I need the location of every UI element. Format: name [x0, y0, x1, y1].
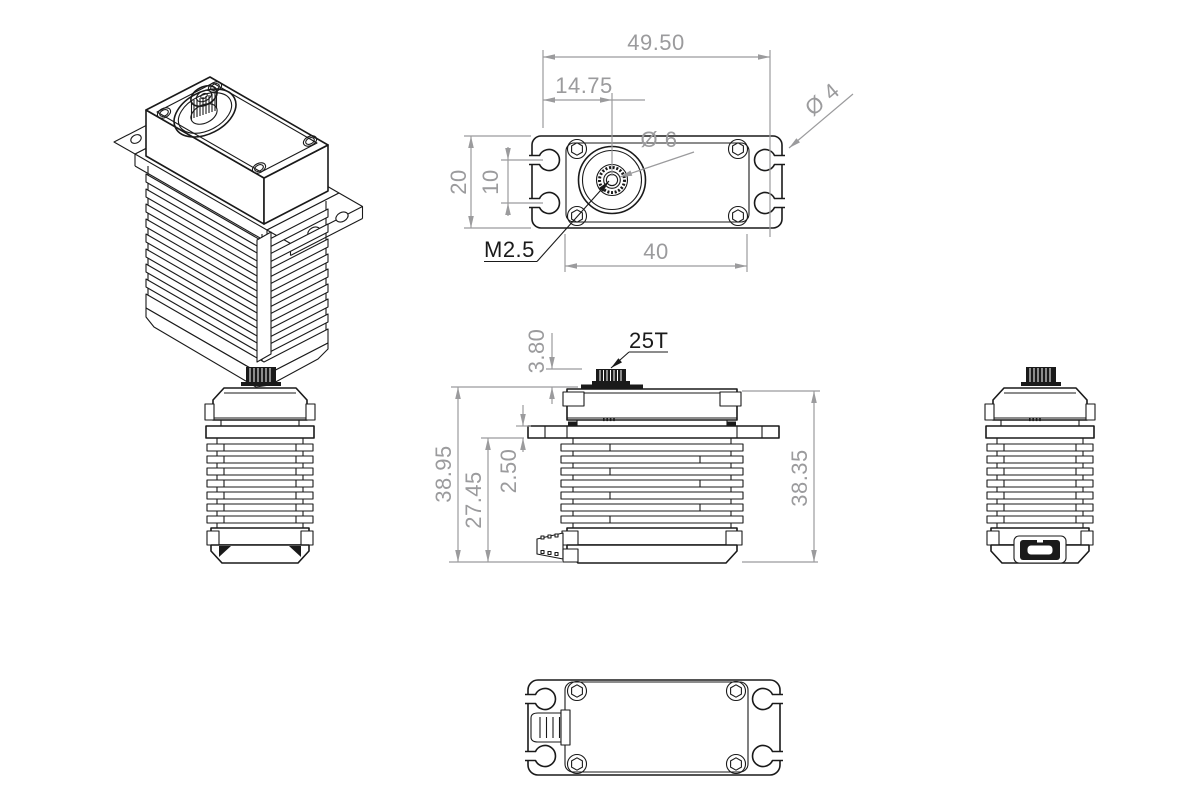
dim-case-height: 38.35: [787, 449, 812, 507]
dim-overall-height: 38.95: [431, 445, 456, 503]
case-top-outline: [565, 142, 750, 223]
mounting-flange: [527, 425, 780, 439]
dim-slot-spacing: 10: [478, 169, 503, 194]
spline-collar: [1021, 382, 1061, 386]
mount-slot: [529, 148, 561, 172]
spline-teeth: [598, 166, 626, 194]
dim-lower-height: 27.45: [461, 471, 486, 529]
top-view-dimensions: 49.50 14.75 20 10 Ø 6 Ø 4 M2.5 40: [446, 30, 854, 272]
spline-collar: [241, 382, 281, 386]
dim-screw-spacing: 40: [643, 239, 668, 264]
mount-slot: [751, 687, 783, 711]
bottom-plate-outline: [527, 679, 781, 776]
mount-slot: [525, 687, 557, 711]
label-ticks: [1029, 417, 1041, 422]
iso-top-cap: [145, 76, 329, 225]
dim-horn-screw: M2.5: [484, 237, 535, 262]
mount-slot: [525, 744, 557, 768]
side-view-left: [204, 367, 316, 564]
bottom-view: [525, 679, 783, 776]
end-flange: [205, 425, 315, 439]
mount-slot: [751, 744, 783, 768]
wire-connector: [536, 532, 579, 563]
dim-shaft-boss-dia: Ø 6: [641, 127, 678, 152]
iso-output-shaft: [173, 84, 237, 138]
iso-corner-post: [256, 231, 272, 363]
front-view-dimensions: 38.95 27.45 2.50 3.80 38.35 25T: [431, 328, 820, 563]
connector-socket: [1013, 535, 1067, 564]
wire-connector-bottom: [530, 709, 571, 746]
end-bottom-band: [210, 527, 310, 546]
dim-spline-height: 3.80: [524, 329, 549, 374]
end-flange: [985, 425, 1095, 439]
dim-shaft-offset: 14.75: [555, 73, 613, 98]
shaft-base: [581, 384, 643, 390]
label-ticks: [603, 417, 615, 422]
top-cap: [566, 388, 738, 421]
mount-slot: [529, 191, 561, 215]
end-fins-left: [206, 438, 314, 528]
iso-case-screws: [156, 81, 318, 174]
isometric-view: [113, 76, 364, 388]
end-bottom-plate: [210, 544, 310, 564]
dim-mount-hole-dia: Ø 4: [800, 78, 844, 121]
top-view: 49.50 14.75 20 10 Ø 6 Ø 4 M2.5 40: [446, 30, 854, 272]
iso-bottom-cap: [145, 293, 329, 388]
dim-case-width: 20: [446, 169, 471, 194]
side-view-right: [984, 367, 1096, 564]
spline-collar: [592, 381, 630, 385]
bottom-band: [566, 527, 738, 546]
end-fins-right: [986, 438, 1094, 528]
cooling-fins: [560, 438, 744, 528]
top-plate: [531, 135, 783, 229]
dim-flange-thickness: 2.50: [496, 449, 521, 494]
dim-overall-length: 49.50: [627, 30, 685, 55]
iso-mount-slot: [130, 134, 142, 144]
front-view: 38.95 27.45 2.50 3.80 38.35 25T: [431, 328, 820, 564]
dim-spline-count: 25T: [629, 328, 668, 353]
iso-mount-slot: [335, 211, 349, 223]
bottom-plate: [566, 544, 738, 564]
